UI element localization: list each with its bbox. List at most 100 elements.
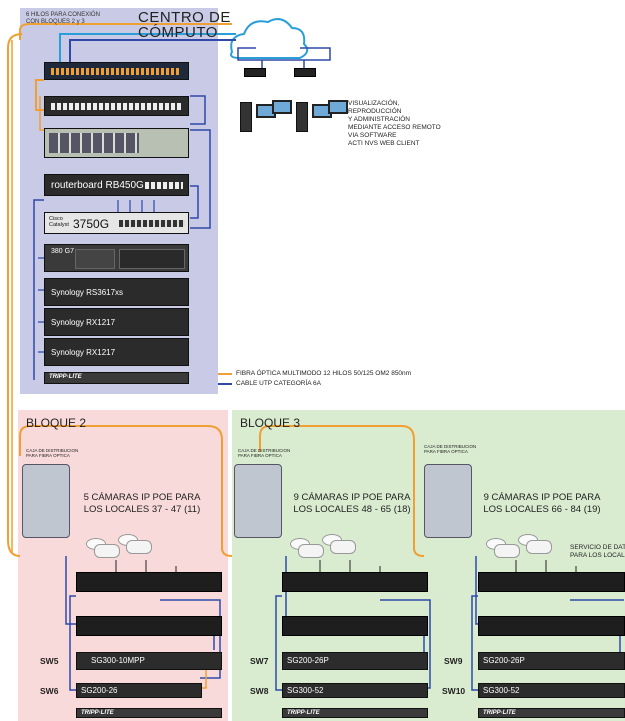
patch-panel xyxy=(282,616,428,636)
catalyst-brand: Cisco Catalyst xyxy=(49,216,69,228)
caja-line: PARA FIBRA OPTICA xyxy=(26,453,70,458)
fiber-patch-panel xyxy=(44,62,189,80)
fiber-cable xyxy=(475,556,621,656)
switch-label: SW10 xyxy=(442,686,466,696)
switch-label: SW8 xyxy=(250,686,269,696)
desc-line: VISUALIZACIÓN, xyxy=(348,100,400,107)
nas-rs3617xs: Synology RS3617xs xyxy=(44,278,189,306)
utp-cable xyxy=(237,47,331,61)
patch-panel xyxy=(76,616,222,636)
switch-small-icon xyxy=(294,68,316,77)
cloud-icon xyxy=(230,18,309,59)
ip-camera-icon xyxy=(494,544,520,558)
switch-label: SW7 xyxy=(250,656,269,666)
cam-line: 9 CÁMARAS IP POE PARA xyxy=(293,492,411,503)
switch-label: SW5 xyxy=(40,656,59,666)
patch-panel xyxy=(76,572,222,592)
utp-patch-panel xyxy=(44,96,189,116)
desc-line: REPRODUCCIÓN xyxy=(348,108,402,115)
legend-utp-label: CABLE UTP CATEGORÍA 6A xyxy=(236,380,322,387)
caja-line: PARA FIBRA OPTICA xyxy=(238,453,282,458)
utp-cable xyxy=(117,200,155,212)
cam-line: 9 CÁMARAS IP POE PARA xyxy=(483,492,601,503)
legend-utp-swatch xyxy=(218,383,232,385)
utp-cable xyxy=(380,599,431,689)
caja-line: CAJA DE DISTRIBUCION xyxy=(238,448,291,453)
camera-description: 9 CÁMARAS IP POE PARA LOS LOCALES 66 - 8… xyxy=(480,492,604,516)
camera-description: 9 CÁMARAS IP POE PARA LOS LOCALES 48 - 6… xyxy=(290,492,414,516)
switch-sg300-52: SG300-52 xyxy=(478,683,625,698)
switch-sg200-26p: SG200-26P xyxy=(478,652,625,670)
utp-cable xyxy=(160,599,221,679)
note-line: CON BLOQUES 2 y 3 xyxy=(26,19,85,25)
pdu: TRIPP·LITE xyxy=(282,708,428,718)
note-line: 6 HILOS PARA CONEXIÓN xyxy=(26,12,100,18)
utp-cable xyxy=(190,185,199,219)
cam-line: LOS LOCALES 37 - 47 (11) xyxy=(83,504,201,515)
cisco-catalyst-switch: Cisco Catalyst 3750G xyxy=(44,212,189,234)
pdu-label: TRIPP·LITE xyxy=(287,710,320,716)
utp-cable xyxy=(190,95,206,125)
servicio-line: PARA LOS LOCAL xyxy=(570,552,625,559)
utp-cable xyxy=(69,595,76,691)
switch-label: SW9 xyxy=(444,656,463,666)
pdu: TRIPP·LITE xyxy=(44,372,189,384)
nas-label: Synology RS3617xs xyxy=(51,288,124,297)
caja-label: CAJA DE DISTRIBUCION PARA FIBRA OPTICA xyxy=(238,448,290,458)
caja-line: CAJA DE DISTRIBUCION xyxy=(26,448,79,453)
remote-access-description: VISUALIZACIÓN, REPRODUCCIÓN Y ADMINISTRA… xyxy=(348,100,441,148)
pdu: TRIPP·LITE xyxy=(478,708,625,718)
caja-label: CAJA DE DISTRIBUCION PARA FIBRA OPTICA xyxy=(424,444,476,454)
patch-panel xyxy=(282,572,428,592)
routerboard-label: routerboard RB450G xyxy=(51,180,144,191)
cam-line: LOS LOCALES 48 - 65 (18) xyxy=(293,504,411,515)
patch-panel xyxy=(478,572,625,592)
bloque-title: BLOQUE 3 xyxy=(240,416,301,430)
servicio-line: SERVICIO DE DAT xyxy=(570,544,625,551)
utp-cable xyxy=(515,560,577,572)
nas-rx1217: Synology RX1217 xyxy=(44,338,189,366)
cam-line: LOS LOCALES 66 - 84 (19) xyxy=(483,504,601,515)
caja-line: PARA FIBRA OPTICA xyxy=(424,449,468,454)
switch-model: SG300-10MPP xyxy=(91,656,145,665)
desc-line: MEDIANTE ACCESO REMOTO xyxy=(348,124,441,131)
switch-model: SG300-52 xyxy=(287,686,324,695)
switch-sg300-10mpp: SG300-10MPP xyxy=(76,652,222,670)
ip-camera-icon xyxy=(126,540,152,554)
utp-cable xyxy=(319,560,381,572)
switch-model: SG200-26 xyxy=(81,686,118,695)
switch-small-icon xyxy=(244,68,266,77)
utp-cable xyxy=(69,39,236,62)
nas-label: Synology RX1217 xyxy=(51,348,116,357)
desc-line: VIA SOFTWARE xyxy=(348,132,397,139)
fiber-cable xyxy=(259,425,425,557)
pc-tower-icon xyxy=(240,102,252,132)
utp-cable xyxy=(59,33,236,62)
server-label: 380 G7 xyxy=(51,248,74,255)
switch-model: SG200-26P xyxy=(287,656,329,665)
monitor-icon xyxy=(272,100,292,114)
fiber-cable xyxy=(285,556,425,656)
ip-camera-icon xyxy=(94,544,120,558)
switch-sg200-26: SG200-26 xyxy=(76,683,202,698)
switch-model: SG200-26P xyxy=(483,656,525,665)
routerboard-router: routerboard RB450G xyxy=(44,174,189,196)
fiber-cable xyxy=(19,23,232,40)
pdu: TRIPP·LITE xyxy=(76,708,222,718)
fiber-cable xyxy=(7,33,23,557)
nas-rx1217: Synology RX1217 xyxy=(44,308,189,336)
desc-line: ACTI NVS WEB CLIENT xyxy=(348,140,420,147)
switch-sg200-26p: SG200-26P xyxy=(282,652,428,670)
monitor-icon xyxy=(328,100,348,114)
fiber-distribution-box xyxy=(234,464,282,538)
camera-description: 5 CÁMARAS IP POE PARA LOS LOCALES 37 - 4… xyxy=(82,492,202,516)
caja-label: CAJA DE DISTRIBUCION PARA FIBRA OPTICA xyxy=(26,448,78,458)
legend-fiber-label: FIBRA ÓPTICA MULTIMODO 12 HILOS 50/125 O… xyxy=(236,370,412,377)
switch-sg300-52: SG300-52 xyxy=(282,683,428,698)
caja-line: CAJA DE DISTRIBUCION xyxy=(424,444,477,449)
catalyst-model: 3750G xyxy=(73,217,110,231)
pdu-label: TRIPP·LITE xyxy=(483,710,516,716)
utp-cable xyxy=(190,129,211,229)
ip-camera-icon xyxy=(330,540,356,554)
switch-model: SG300-52 xyxy=(483,686,520,695)
